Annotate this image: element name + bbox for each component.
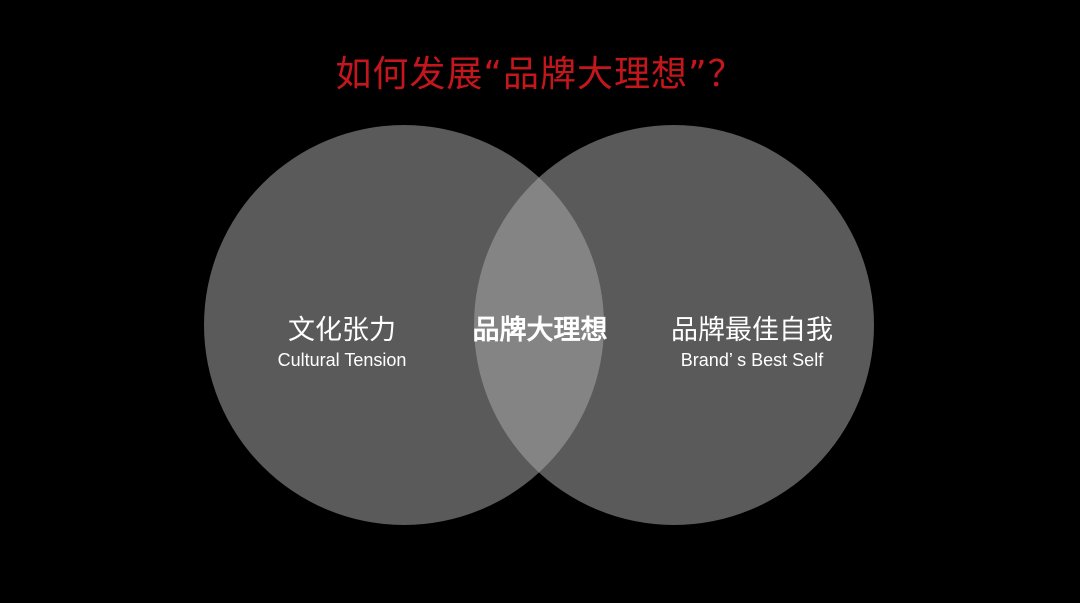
left-label-chinese: 文化张力: [288, 315, 396, 346]
right-label-english: Brand’ s Best Self: [680, 350, 824, 370]
intersection-region: [474, 125, 604, 525]
intersection-label-chinese: 品牌大理想: [472, 315, 608, 346]
right-circle-label: 品牌最佳自我 Brand’ s Best Self: [642, 314, 862, 372]
intersection-label: 品牌大理想: [440, 314, 640, 348]
left-label-english: Cultural Tension: [277, 350, 407, 370]
right-label-chinese: 品牌最佳自我: [671, 315, 833, 346]
slide-title: 如何发展“品牌大理想”？: [335, 54, 745, 95]
left-circle-label: 文化张力 Cultural Tension: [232, 314, 452, 372]
